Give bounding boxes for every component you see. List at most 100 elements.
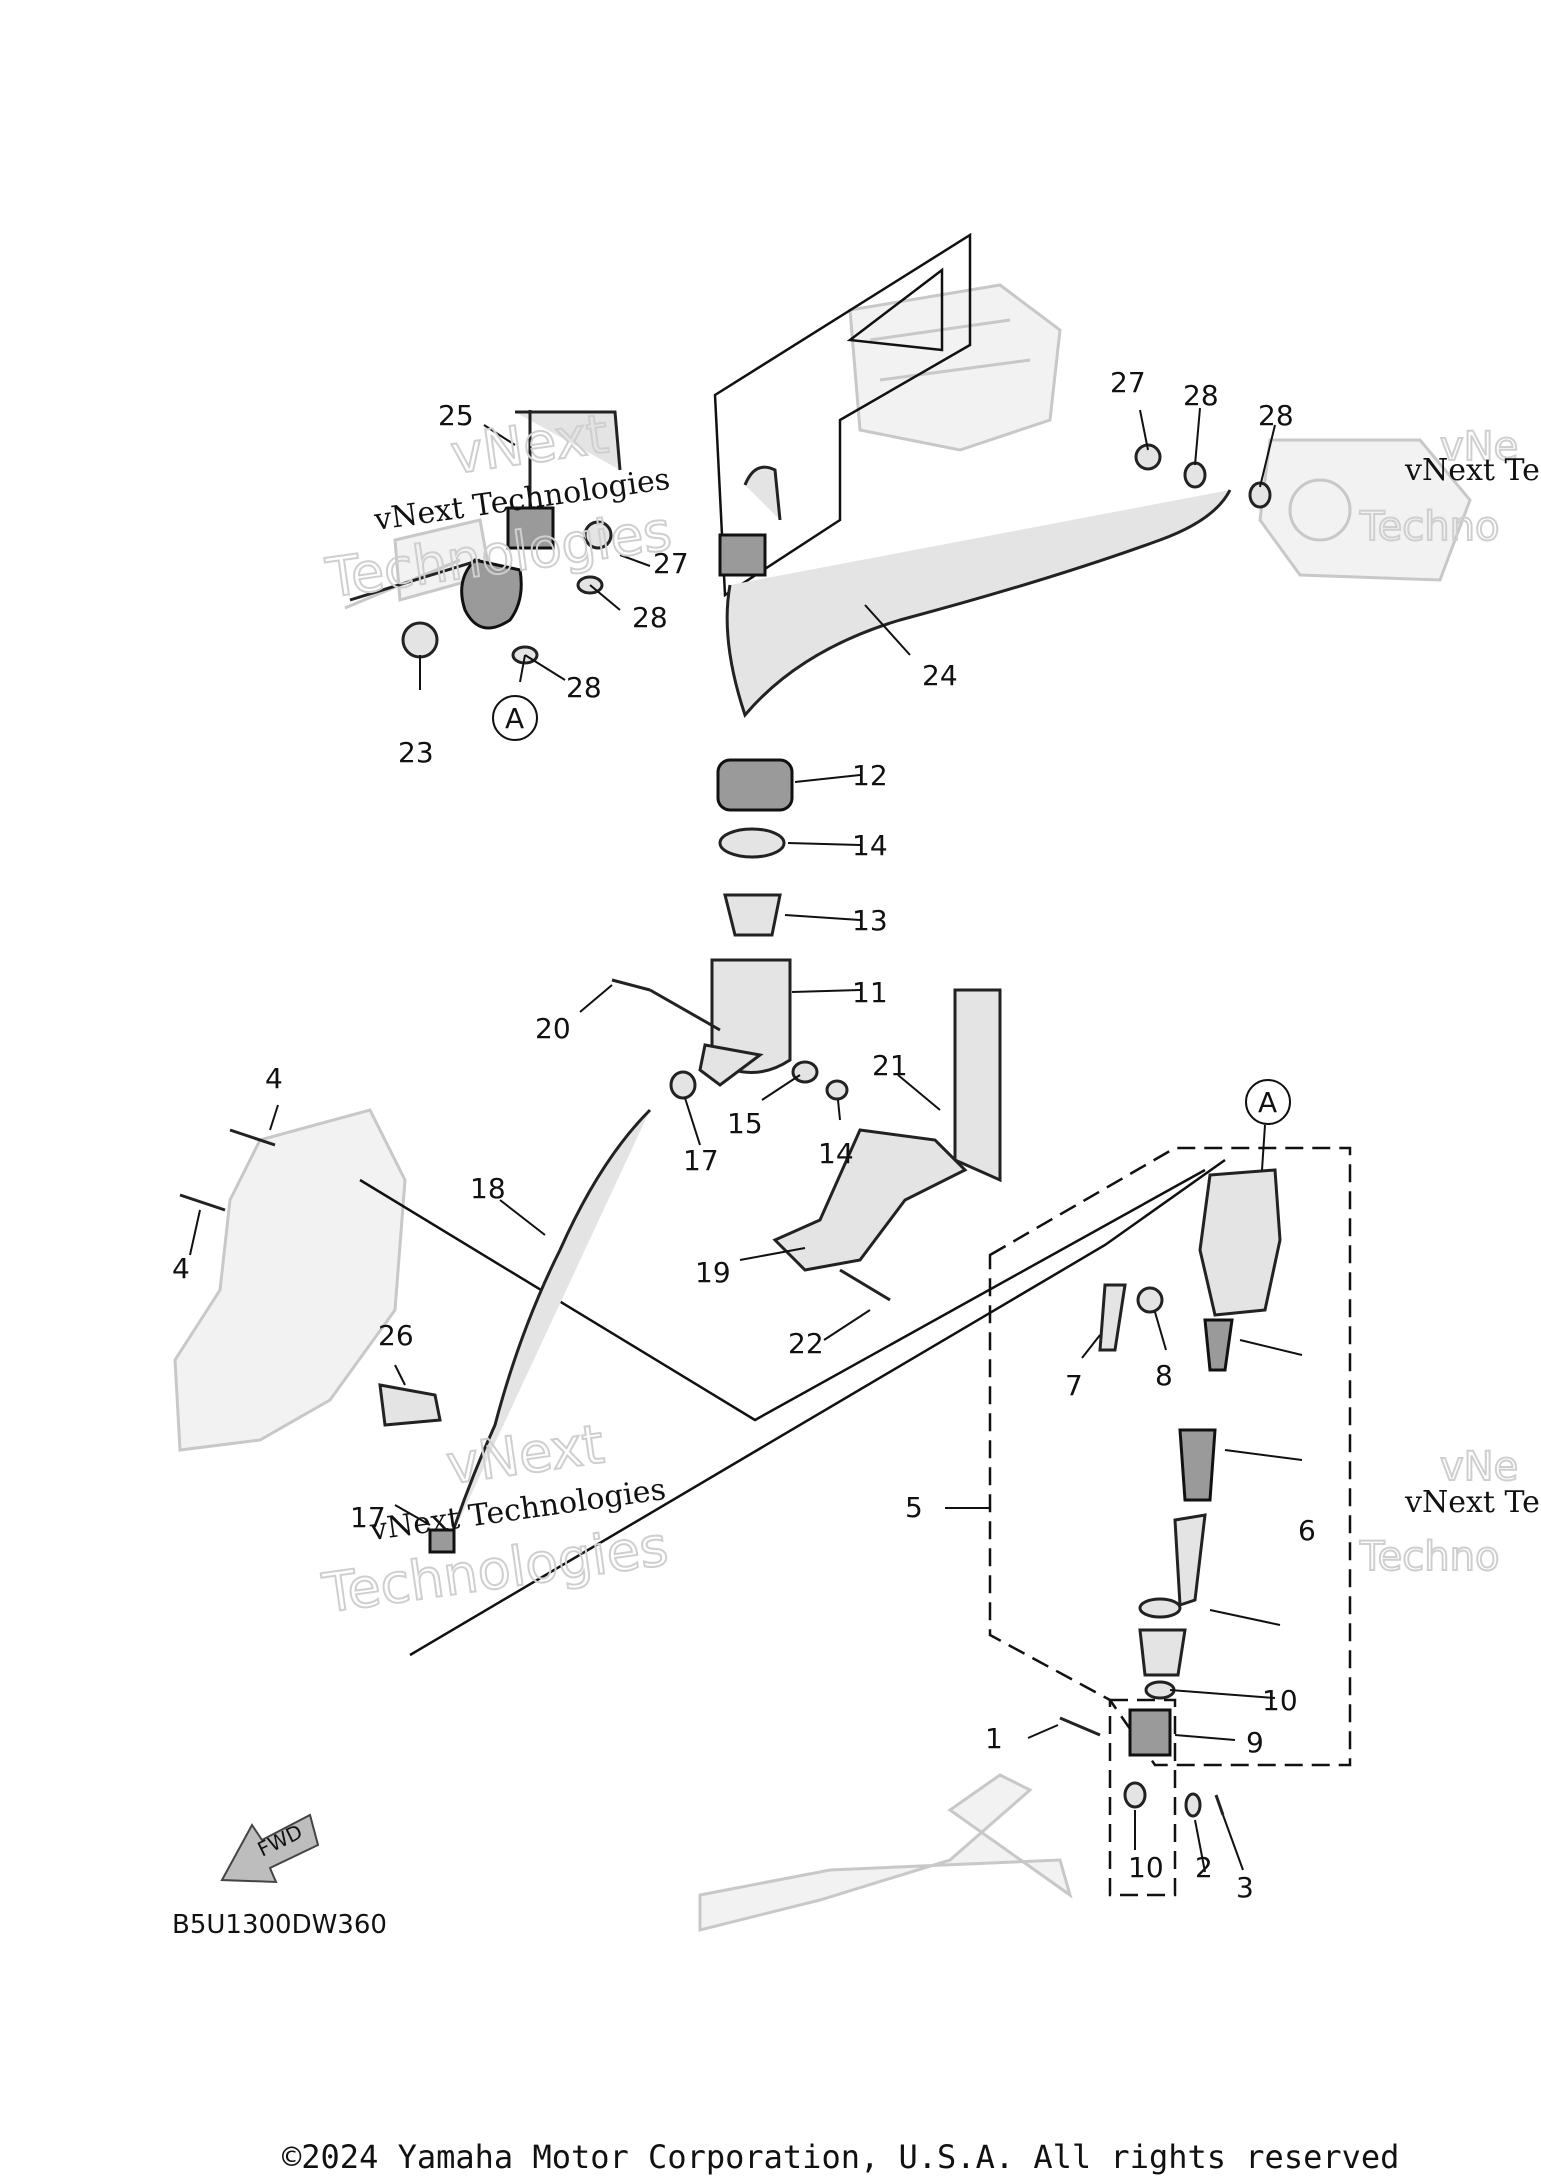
hose-end-23 [460,558,523,630]
reference-mark-a-right [1245,1079,1291,1125]
hose-joint-7 [1098,1283,1127,1352]
footrest-bracket-ghost [173,1108,407,1452]
grommet-15 [825,1079,849,1101]
callout-3: 3 [1236,1871,1254,1904]
reference-line-master [359,1168,1206,1422]
fwd-arrow-icon: FWD [220,1813,320,1884]
master-cylinder-kit-box [988,1146,1352,1767]
reservoir-hose-fitting [698,1043,764,1087]
callout-7: 7 [1065,1369,1083,1402]
clevis-kit-box [1108,1698,1177,1897]
callout-17-lower: 17 [350,1501,386,1534]
callout-6: 6 [1298,1514,1316,1547]
master-cylinder-body-9 [1198,1168,1282,1317]
callout-27-left: 27 [653,547,689,580]
callout-24: 24 [922,659,958,692]
watermark-right-top: vNe vNext Tec Techno [1358,423,1541,551]
clip-23 [401,621,439,659]
callout-4-upper: 4 [265,1062,283,1095]
nut-10-upper [1144,1680,1176,1700]
callout-21: 21 [872,1049,908,1082]
callout-4-lower: 4 [172,1252,190,1285]
diaphragm-14 [718,827,786,859]
screw-line-20 [649,988,721,1032]
spring-6 [1203,1318,1234,1372]
callout-1: 1 [985,1722,1003,1755]
cup-6 [1173,1513,1207,1608]
piston-6 [1178,1428,1217,1502]
callout-28-right-a: 28 [1183,379,1219,412]
callout-10-upper: 10 [1262,1684,1298,1717]
callout-19: 19 [695,1256,731,1289]
bolt-4-upper [229,1128,276,1147]
joint-block-left [506,506,555,550]
reservoir-cap-12 [716,758,794,812]
callout-11: 11 [852,976,888,1009]
callout-17-upper: 17 [683,1144,719,1177]
callout-14: 14 [852,829,888,862]
svg-text:vNext Tec: vNext Tec [1404,453,1541,488]
drawing-code: B5U1300DW360 [172,1910,387,1940]
brake-pedal-ghost [698,1773,1073,1932]
svg-text:Techno: Techno [1359,504,1499,550]
svg-text:vNe: vNe [1440,424,1518,470]
bolt-1 [1059,1716,1101,1737]
hose-route-inner [846,267,944,352]
hose-route-frame [713,232,972,598]
callout-23: 23 [398,736,434,769]
brake-hose-24 [725,489,1232,719]
reference-mark-a-right-label: A [1258,1086,1277,1119]
leader-lines [189,407,1303,1873]
collar-16 [791,1060,819,1084]
bolt-4-lower [179,1193,226,1212]
rear-caliper-ghost [1258,438,1472,582]
callout-25: 25 [438,399,474,432]
brake-pipe-25 [515,410,622,520]
callout-26: 26 [378,1319,414,1352]
washer-2 [1184,1792,1202,1818]
grommet-8 [1136,1286,1164,1314]
clamp-17-upper [669,1070,697,1100]
callout-28-left-b: 28 [566,671,602,704]
callout-5: 5 [905,1491,923,1524]
callout-10-lower: 10 [1128,1851,1164,1884]
cotter-pin-3 [1214,1794,1225,1816]
nut-10-lower [1123,1781,1147,1809]
diaphragm-holder-13 [723,893,782,937]
banjo-bolt-27-left [583,520,613,550]
bolt-20 [611,978,651,992]
callout-15: 14 [818,1137,854,1170]
callout-20: 20 [535,1012,571,1045]
callout-16: 15 [727,1107,763,1140]
svg-text:vNe: vNe [1440,1444,1518,1490]
pin-22 [839,1268,891,1302]
holder-26 [378,1383,442,1427]
callout-2: 2 [1195,1851,1213,1884]
callout-8: 8 [1155,1359,1173,1392]
reservoir-hose-18 [448,1108,652,1541]
joint-block-right [718,533,767,577]
svg-text:vNext Tec: vNext Tec [1404,1485,1541,1520]
callout-28-right-b: 28 [1258,399,1294,432]
callout-22: 22 [788,1327,824,1360]
bracket-21 [953,988,1002,1183]
reference-mark-a-left [492,695,538,741]
abs-unit-ghost [848,283,1062,452]
callout-9: 9 [1246,1726,1264,1759]
circlip-6 [1138,1597,1182,1619]
svg-text:Techno: Techno [1359,1534,1499,1580]
copyright-notice: ©2024 Yamaha Motor Corporation, U.S.A. A… [282,2138,1400,2176]
bracket-19 [772,1128,968,1272]
gasket-28-right-a [1183,461,1207,489]
callout-13: 13 [852,904,888,937]
clevis-9 [1128,1708,1172,1757]
reference-mark-a-left-label: A [505,702,524,735]
callout-28-left-a: 28 [632,601,668,634]
watermark-right-bottom: vNe vNext Tec Techno [1358,1443,1541,1581]
brake-pipe-top [743,465,782,521]
watermark-left-top: vNext vNext Technologies Technologies [321,401,676,611]
boot-6 [1138,1628,1187,1677]
callout-18: 18 [470,1172,506,1205]
clamp-17-lower [428,1528,456,1554]
